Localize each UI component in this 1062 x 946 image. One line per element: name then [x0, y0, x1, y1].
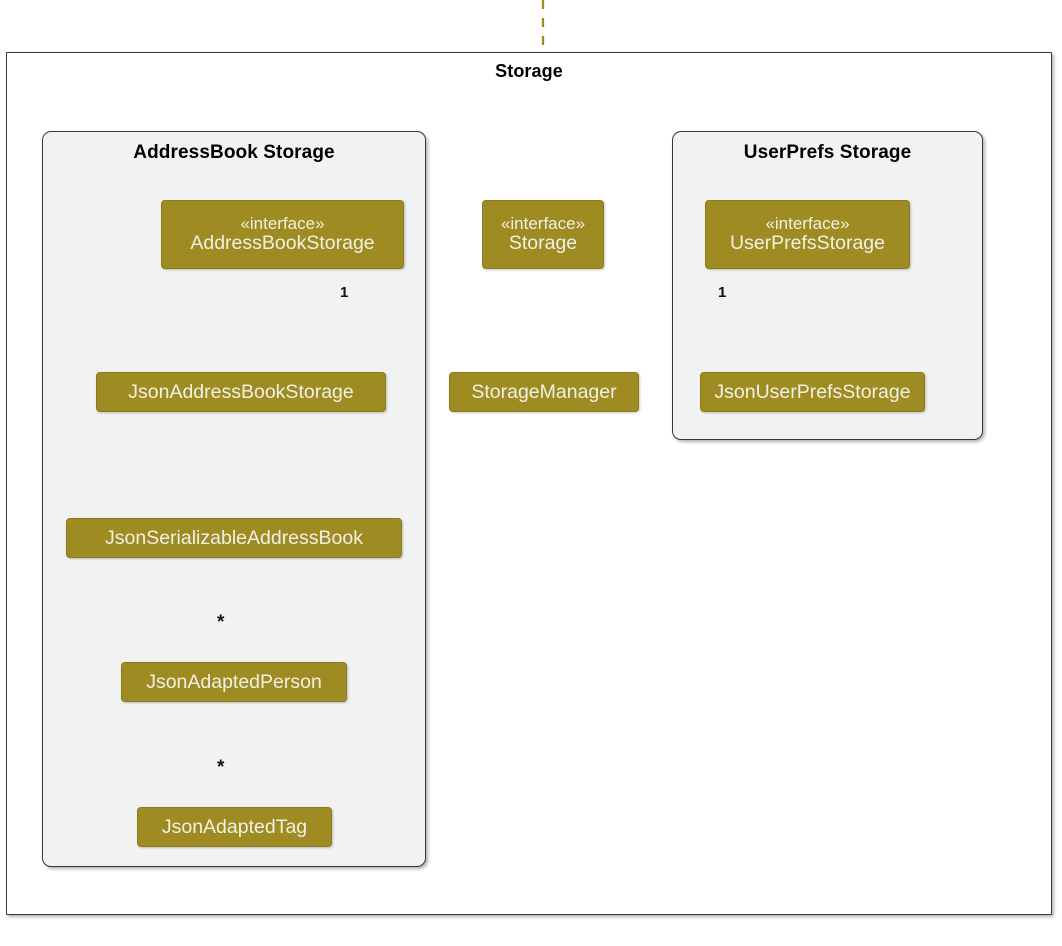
class-addressbookstorage[interactable]: «interface» AddressBookStorage	[161, 200, 404, 269]
class-jsonadaptedtag[interactable]: JsonAdaptedTag	[137, 807, 332, 847]
class-jsonadaptedperson[interactable]: JsonAdaptedPerson	[121, 662, 347, 702]
class-userprefsstorage-stereotype: «interface»	[765, 214, 850, 234]
class-storagemanager[interactable]: StorageManager	[449, 372, 639, 412]
class-jsonadaptedperson-name: JsonAdaptedPerson	[146, 670, 322, 693]
class-addressbookstorage-stereotype: «interface»	[240, 214, 325, 234]
class-storage-name: Storage	[508, 232, 578, 255]
package-storage-title: Storage	[495, 61, 563, 81]
class-jsonuserprefsstorage[interactable]: JsonUserPrefsStorage	[700, 372, 925, 412]
class-jsonaddressbookstorage[interactable]: JsonAddressBookStorage	[96, 372, 386, 412]
class-storage[interactable]: «interface» Storage	[482, 200, 604, 269]
class-storage-stereotype: «interface»	[500, 214, 586, 234]
class-addressbookstorage-name: AddressBookStorage	[190, 232, 375, 255]
class-jsonserializableaddressbook-name: JsonSerializableAddressBook	[105, 526, 363, 549]
class-jsonuserprefsstorage-name: JsonUserPrefsStorage	[714, 380, 911, 403]
class-userprefsstorage[interactable]: «interface» UserPrefsStorage	[705, 200, 910, 269]
package-addressbook-storage-title: AddressBook Storage	[133, 142, 335, 163]
multiplicity-jsonadaptedperson-star: *	[217, 612, 225, 633]
multiplicity-userprefsstorage-one: 1	[718, 284, 727, 301]
package-userprefs-storage-title: UserPrefs Storage	[743, 142, 912, 163]
multiplicity-jsonadaptedtag-star: *	[217, 757, 225, 778]
class-jsonadaptedtag-name: JsonAdaptedTag	[161, 815, 308, 838]
multiplicity-addressbookstorage-one: 1	[340, 284, 349, 301]
class-storagemanager-name: StorageManager	[471, 380, 617, 403]
class-userprefsstorage-name: UserPrefsStorage	[730, 232, 885, 255]
class-jsonserializableaddressbook[interactable]: JsonSerializableAddressBook	[66, 518, 402, 558]
class-jsonaddressbookstorage-name: JsonAddressBookStorage	[128, 380, 354, 403]
